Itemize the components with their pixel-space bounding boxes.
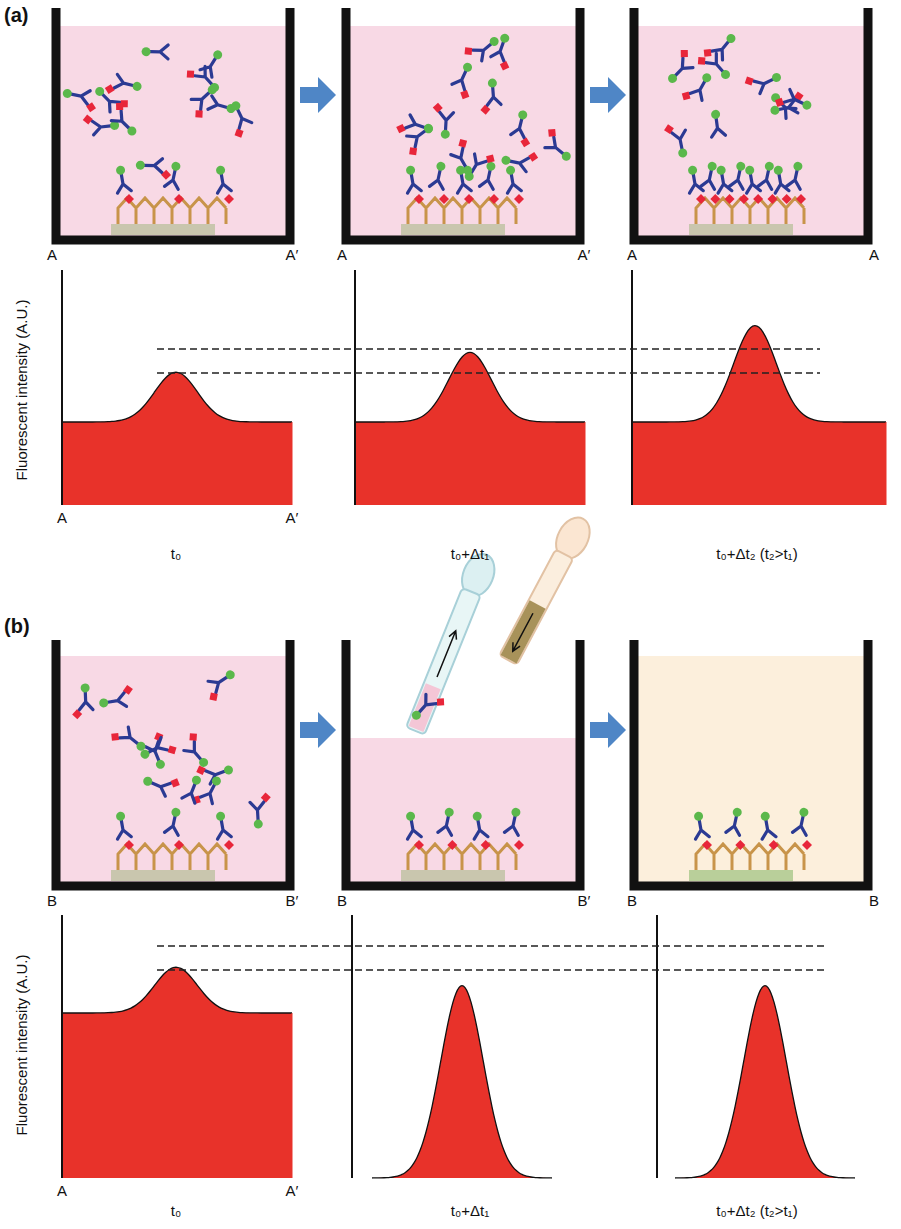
caption-label: t₀+Δt₂ (t₂>t₁) [716,1203,797,1220]
reference-line [157,348,820,350]
intensity-chart [632,270,886,505]
antibody [701,26,740,67]
reference-line [157,372,820,374]
antibody [105,99,145,139]
antibody [773,86,814,120]
intensity-chart [657,915,855,1178]
caption-label: t₀+Δt₁ [451,546,489,563]
caption-label: B [337,893,347,910]
reference-line [157,969,825,971]
caption-label: A′ [286,1183,299,1200]
antibody [135,158,171,180]
step-arrow [590,712,626,748]
antibody [461,146,497,187]
well [56,8,290,240]
antibody [431,103,454,140]
well [634,8,868,240]
antibody [221,99,255,140]
caption-label: A [57,510,67,527]
step-arrow [300,77,336,113]
antibody [200,47,226,77]
caption-label: A′ [286,247,299,264]
sensor [689,844,804,881]
antibody [408,688,447,728]
antibody [446,136,482,177]
caption-label: A [337,247,347,264]
caption-label: B′ [578,893,591,910]
antibody [659,47,699,87]
intensity-chart [355,270,585,505]
caption-label: B [627,893,637,910]
caption-label: A [627,247,637,264]
well [346,8,580,240]
antibody [679,67,715,108]
antibody [195,755,236,787]
caption-label: B [869,893,879,910]
antibody [768,90,807,118]
step-arrow [590,77,626,113]
antibody [92,78,132,118]
reference-line [157,945,825,947]
axis-label: Fluorescent intensity (A.U.) [14,955,31,1136]
antibody [708,109,725,137]
intensity-chart [352,915,552,1178]
dispensing-pipette [495,512,597,667]
caption-label: t₀+Δt₁ [451,1203,489,1220]
antibody [178,730,217,771]
antibody [97,684,135,710]
aspirating-pipette [401,549,504,738]
antibody [190,770,225,811]
antibody [138,733,179,768]
antibody [108,721,149,760]
antibody [448,60,482,101]
antibody [185,82,225,121]
antibody [663,121,690,160]
caption-label: A′ [578,247,591,264]
antibody [488,32,520,72]
antibody [250,792,273,829]
antibody [60,86,99,113]
sensor [111,198,226,235]
antibody [399,120,440,158]
antibody [500,146,539,174]
caption-label: B [47,893,57,910]
antibody [478,78,502,115]
caption-label: A [57,1183,67,1200]
caption-label: t₀+Δt₂ (t₂>t₁) [716,546,797,563]
antibody [182,773,205,803]
well [346,640,580,886]
caption-label: t₀ [171,546,181,563]
antibody [509,109,538,148]
antibody [82,111,120,136]
intensity-chart [62,915,292,1178]
antibody [695,47,734,88]
axis-label: Fluorescent intensity (A.U.) [14,300,31,481]
sensor [401,198,516,235]
panel-label: (b) [4,615,30,637]
caption-label: t₀ [171,1203,181,1220]
sensor [401,844,516,881]
antibody [183,60,222,100]
antibody [743,63,784,98]
antibody [201,667,242,704]
caption-label: A [47,247,57,264]
antibody [538,126,579,165]
well [634,640,868,886]
antibody [104,72,143,101]
caption-label: A′ [286,510,299,527]
antibody [71,683,93,719]
well [56,640,290,886]
caption-label: B′ [286,893,299,910]
antibody [141,45,168,59]
intensity-chart [62,270,292,505]
step-arrow [300,712,336,748]
antibody [461,28,502,67]
antibody [395,112,435,144]
antibody [141,767,182,800]
caption-label: A [869,247,879,264]
panel-label: (a) [4,4,28,26]
sensor [111,844,226,881]
